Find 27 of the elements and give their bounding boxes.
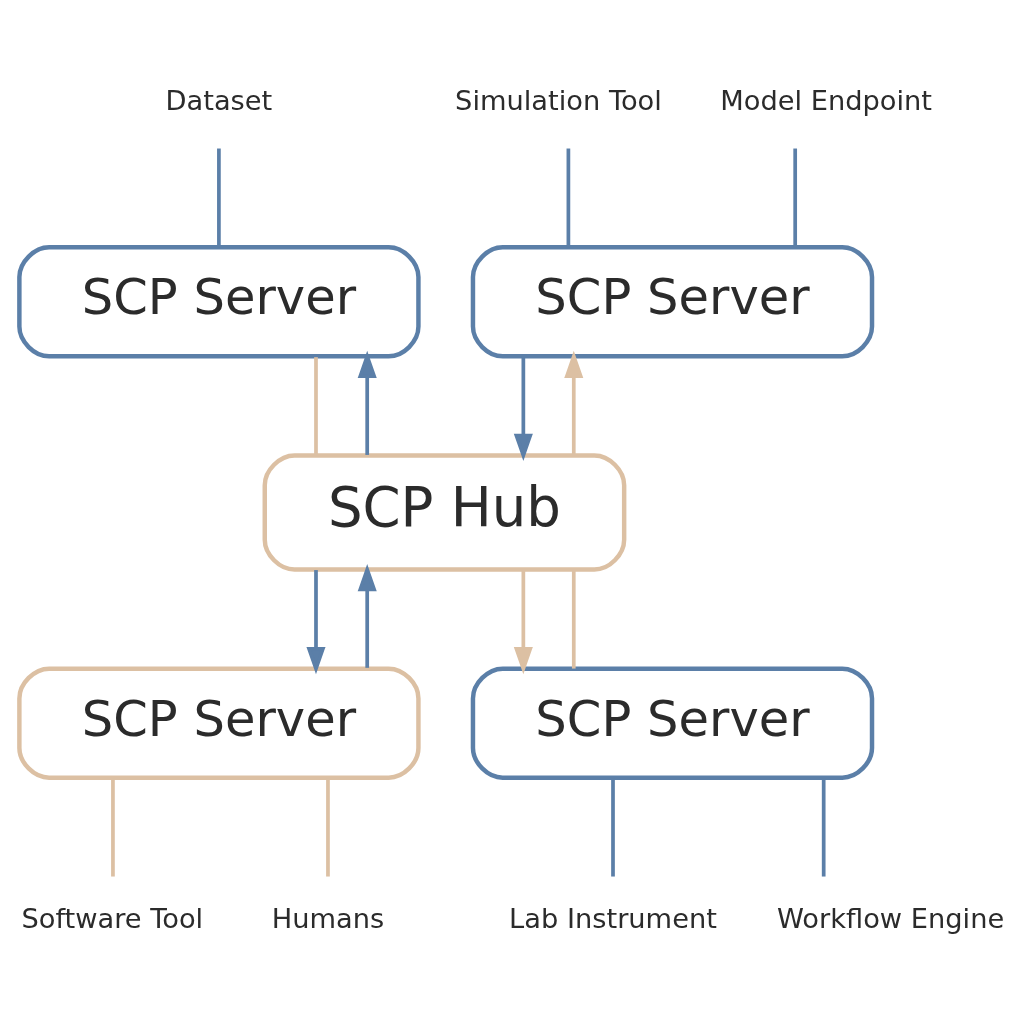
arrow bbox=[306, 569, 326, 674]
node-text: Software Tool bbox=[21, 902, 204, 934]
node-text: Lab Instrument bbox=[509, 902, 717, 934]
node-text: Dataset bbox=[165, 84, 273, 116]
node-box: SCP Hub bbox=[262, 452, 627, 572]
node-box: SCP Server bbox=[470, 665, 875, 780]
connector bbox=[571, 569, 576, 669]
connector bbox=[821, 777, 826, 877]
node-text: Workflow Engine bbox=[777, 902, 1005, 934]
connector bbox=[217, 148, 221, 247]
connector bbox=[566, 148, 571, 247]
node-text: Simulation Tool bbox=[455, 84, 662, 116]
connector bbox=[611, 777, 615, 877]
arrow bbox=[357, 350, 377, 455]
arrow bbox=[513, 356, 533, 461]
connector bbox=[111, 777, 115, 877]
node-box: SCP Server bbox=[17, 665, 421, 780]
node-text: Humans bbox=[271, 902, 385, 934]
node-text: Model Endpoint bbox=[720, 84, 933, 116]
arrow bbox=[357, 563, 377, 668]
node-box: SCP Server bbox=[470, 244, 875, 359]
node-box: SCP Server bbox=[17, 244, 421, 359]
connector bbox=[326, 777, 330, 877]
connector bbox=[793, 148, 798, 247]
arrow bbox=[513, 569, 533, 674]
connector bbox=[314, 356, 318, 455]
arrow bbox=[564, 350, 584, 455]
